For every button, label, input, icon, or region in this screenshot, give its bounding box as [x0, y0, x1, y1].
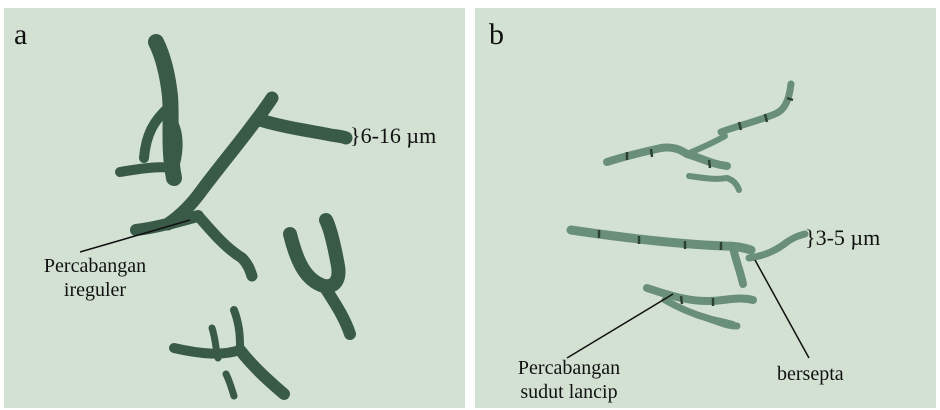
hypha-u-shape	[290, 220, 338, 286]
branch-label-b-line2: sudut lancip	[499, 380, 639, 404]
width-measurement-b: }3-5 µm	[805, 226, 880, 250]
width-brace-b: }	[805, 225, 816, 250]
hypha-bottom	[174, 348, 240, 354]
hypha-lower-branch	[200, 218, 252, 276]
width-label-b: 3-5 µm	[816, 225, 881, 250]
hypha-upper-right	[721, 84, 791, 132]
pointer-line-septa	[755, 260, 809, 358]
branch-label-a-line2: ireguler	[30, 278, 160, 302]
panel-b: b }3-5 µm Percabangan sudut lancip berse…	[475, 8, 936, 408]
hypha-lower-left-tail	[707, 318, 733, 324]
hypha-upright-left-curl	[120, 167, 172, 172]
hypha-bottom-spike-3	[226, 374, 234, 396]
hypha-long-drop	[733, 248, 743, 284]
hypha-base	[136, 216, 198, 230]
width-measurement-a: }6-16 µm	[350, 124, 436, 148]
panel-b-label: b	[489, 20, 504, 50]
hypha-long-right-hook	[749, 234, 805, 258]
hypha-horizontal-top	[260, 120, 346, 138]
hypha-bottom-long	[240, 350, 284, 394]
septa-label: bersepta	[777, 362, 844, 386]
width-label-a: 6-16 µm	[361, 123, 437, 148]
branch-label-b-line1: Percabangan	[499, 356, 639, 380]
branch-label-a: Percabangan ireguler	[30, 254, 160, 302]
hypha-bottom-spike-2	[234, 310, 240, 348]
pointer-line-branch-b	[567, 294, 673, 358]
hypha-upper-loop	[689, 176, 739, 190]
branch-label-b: Percabangan sudut lancip	[499, 356, 639, 404]
hypha-upper-cross	[687, 136, 725, 154]
panel-a-label: a	[14, 20, 27, 50]
panel-a-hyphae-drawing	[4, 8, 465, 408]
hypha-u-tail	[324, 286, 350, 334]
panel-a: a }6-16 µm Percabangan ireguler	[4, 8, 465, 408]
branch-label-a-line1: Percabangan	[30, 254, 160, 278]
panel-b-hyphae-drawing	[475, 8, 936, 408]
width-brace-a: }	[350, 123, 361, 148]
